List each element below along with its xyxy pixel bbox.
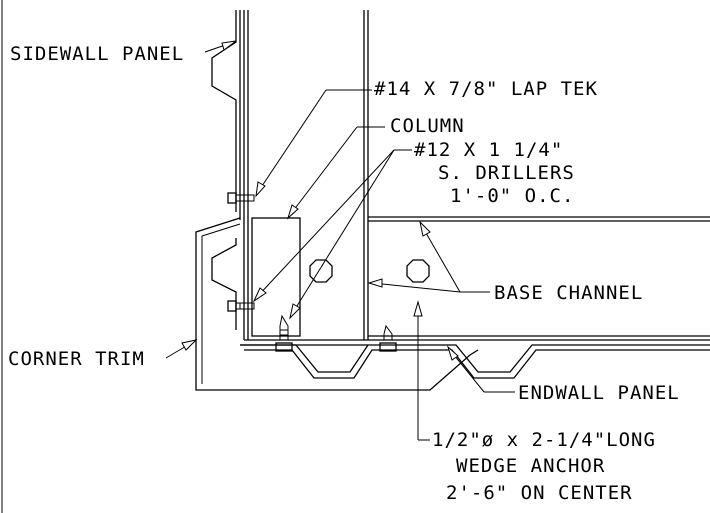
endwall-panel [240, 344, 710, 379]
label-column: COLUMN [390, 115, 465, 137]
label-anchor-line3: 2'-6" ON CENTER [446, 482, 633, 504]
leader-base-channel [367, 220, 490, 293]
driller-screw-3 [379, 324, 397, 352]
leader-drillers [252, 149, 412, 320]
leader-endwall-panel [446, 345, 515, 393]
leader-sidewall-panel [204, 40, 237, 53]
label-anchor-line1: 1/2"ø x 2-1/4"LONG [432, 429, 656, 451]
label-drillers-line1: #12 X 1 1/4" [414, 139, 563, 161]
driller-screw-2 [275, 314, 293, 352]
label-lap-tek: #14 X 7/8" LAP TEK [374, 78, 598, 100]
label-sidewall-panel: SIDEWALL PANEL [10, 43, 184, 65]
corner-trim-inner [201, 223, 241, 384]
label-endwall-panel: ENDWALL PANEL [518, 382, 680, 404]
corner-trim [195, 217, 479, 391]
base-channel [240, 217, 368, 346]
label-anchor-line2: WEDGE ANCHOR [456, 455, 605, 477]
lap-tek-screw [227, 192, 255, 204]
sidewall-panel [211, 10, 241, 330]
leader-lap-tek [255, 89, 372, 198]
label-drillers-line3: 1'-0" O.C. [450, 185, 574, 207]
leader-corner-trim [165, 339, 198, 359]
leader-wedge-anchor [413, 300, 430, 441]
wedge-anchor-2 [406, 259, 430, 283]
driller-screw-1 [227, 300, 255, 312]
column [243, 10, 369, 340]
endwall-girt [368, 216, 710, 341]
leader-column [286, 126, 385, 220]
wedge-anchor-1 [309, 259, 333, 283]
label-base-channel: BASE CHANNEL [494, 282, 643, 304]
label-drillers-line2: S. DRILLERS [438, 162, 575, 184]
label-corner-trim: CORNER TRIM [8, 348, 145, 370]
